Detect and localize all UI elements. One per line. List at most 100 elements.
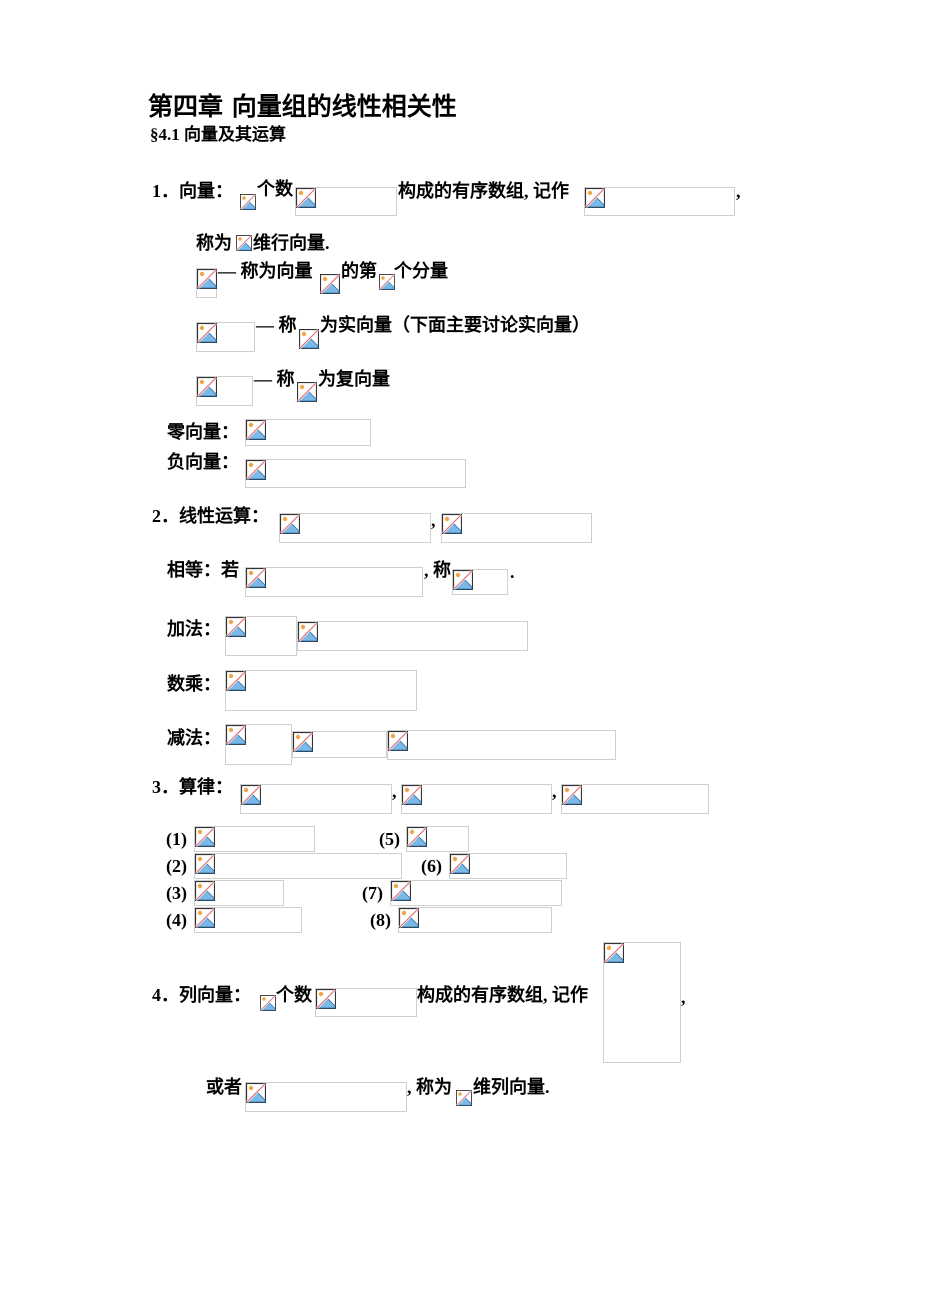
formula-alpha: [320, 274, 340, 294]
formula-law-3: [194, 880, 284, 906]
item2-label: 2．线性运算：: [152, 506, 269, 526]
item3-label: 3．算律：: [152, 777, 233, 797]
comma: ,: [681, 987, 686, 1007]
formula-sub-2: [292, 731, 387, 758]
broken-image-icon: [197, 323, 217, 343]
law-num-1: (1): [166, 829, 187, 849]
formula-law-a: [240, 784, 392, 814]
text-goucheng: 构成的有序数组, 记作: [398, 181, 569, 201]
broken-image-icon: [240, 194, 256, 210]
formula-alpha: [299, 329, 319, 349]
equal-mid: , 称: [424, 560, 451, 580]
add-label: 加法：: [167, 619, 221, 639]
broken-image-icon: [379, 274, 395, 290]
comma: ,: [431, 510, 436, 530]
equal-label: 相等：若: [167, 560, 239, 580]
formula-sub-1: [225, 724, 292, 765]
formula-n: [236, 235, 252, 251]
broken-image-icon: [299, 329, 319, 349]
broken-image-icon: [260, 995, 276, 1011]
broken-image-icon: [226, 725, 246, 745]
broken-image-icon: [195, 881, 215, 901]
broken-image-icon: [388, 731, 408, 751]
sub-label: 减法：: [167, 728, 221, 748]
broken-image-icon: [453, 570, 473, 590]
law-num-2: (2): [166, 856, 187, 876]
formula-n: [240, 194, 256, 210]
scalar-label: 数乘：: [167, 674, 221, 694]
law-num-3: (3): [166, 883, 187, 903]
formula-law-8: [398, 907, 552, 933]
broken-image-icon: [246, 1083, 266, 1103]
formula-law-1: [194, 826, 315, 852]
broken-image-icon: [195, 908, 215, 928]
text-weilie: 维列向量.: [473, 1077, 550, 1097]
text-chengwei: , 称为: [407, 1077, 452, 1097]
chapter-title: 第四章 向量组的线性相关性: [148, 92, 457, 121]
broken-image-icon: [226, 617, 246, 637]
broken-image-icon: [456, 1090, 472, 1106]
broken-image-icon: [236, 235, 252, 251]
broken-image-icon: [195, 827, 215, 847]
broken-image-icon: [241, 785, 261, 805]
formula-a1-an: [295, 187, 397, 216]
broken-image-icon: [442, 514, 462, 534]
text-dedi: 的第: [341, 261, 377, 281]
formula-row-vector: [584, 187, 735, 216]
formula-add-lhs: [225, 616, 297, 656]
broken-image-icon: [320, 274, 340, 294]
comma: ,: [736, 181, 741, 201]
formula-add-rhs: [297, 621, 528, 651]
formula-law-2: [194, 853, 402, 879]
text-weihang: 维行向量.: [253, 233, 330, 253]
formula-n: [456, 1090, 472, 1106]
text-huozhe: 或者: [206, 1077, 242, 1097]
broken-image-icon: [585, 188, 605, 208]
broken-image-icon: [399, 908, 419, 928]
text-chengwei: 称为: [196, 233, 232, 253]
text-fuxiangliang: 为复向量: [318, 369, 390, 389]
formula-equal-cond: [245, 567, 423, 597]
period: .: [510, 562, 515, 582]
broken-image-icon: [246, 420, 266, 440]
text-gefenliang: 个分量: [394, 261, 448, 281]
text-cw-xiangliang: — 称为向量: [218, 261, 313, 281]
formula-beta-def: [441, 513, 592, 543]
formula-transpose: [245, 1082, 407, 1112]
broken-image-icon: [297, 382, 317, 402]
broken-image-icon: [562, 785, 582, 805]
formula-n: [260, 995, 276, 1011]
formula-law-5: [406, 826, 469, 852]
law-num-6: (6): [421, 856, 442, 876]
broken-image-icon: [293, 732, 313, 752]
text-ge-shu: 个数: [276, 985, 312, 1005]
broken-image-icon: [450, 854, 470, 874]
item1-label: 1．向量：: [152, 181, 233, 201]
broken-image-icon: [280, 514, 300, 534]
formula-alpha: [297, 382, 317, 402]
broken-image-icon: [391, 881, 411, 901]
broken-image-icon: [197, 269, 217, 289]
text-fu: — 称: [254, 369, 295, 389]
text-shi: — 称: [256, 315, 297, 335]
formula-alpha-def: [279, 513, 431, 543]
law-num-5: (5): [379, 829, 400, 849]
broken-image-icon: [195, 854, 215, 874]
formula-law-6: [449, 853, 567, 879]
formula-zero-vector: [245, 419, 371, 446]
formula-law-b: [401, 784, 552, 814]
formula-alpha-eq-beta: [452, 569, 508, 595]
law-num-8: (8): [370, 910, 391, 930]
formula-neg-vector: [245, 459, 466, 488]
law-num-4: (4): [166, 910, 187, 930]
text-goucheng: 构成的有序数组, 记作: [417, 985, 588, 1005]
item4-label: 4．列向量：: [152, 985, 251, 1005]
formula-sub-3: [387, 730, 616, 760]
zero-vector-label: 零向量：: [167, 422, 239, 442]
comma: ,: [392, 781, 397, 801]
formula-law-c: [561, 784, 709, 814]
broken-image-icon: [296, 188, 316, 208]
text-ge-shu: 个数: [257, 179, 293, 199]
formula-a1-an: [315, 988, 417, 1017]
formula-column-vector: [603, 942, 681, 1063]
